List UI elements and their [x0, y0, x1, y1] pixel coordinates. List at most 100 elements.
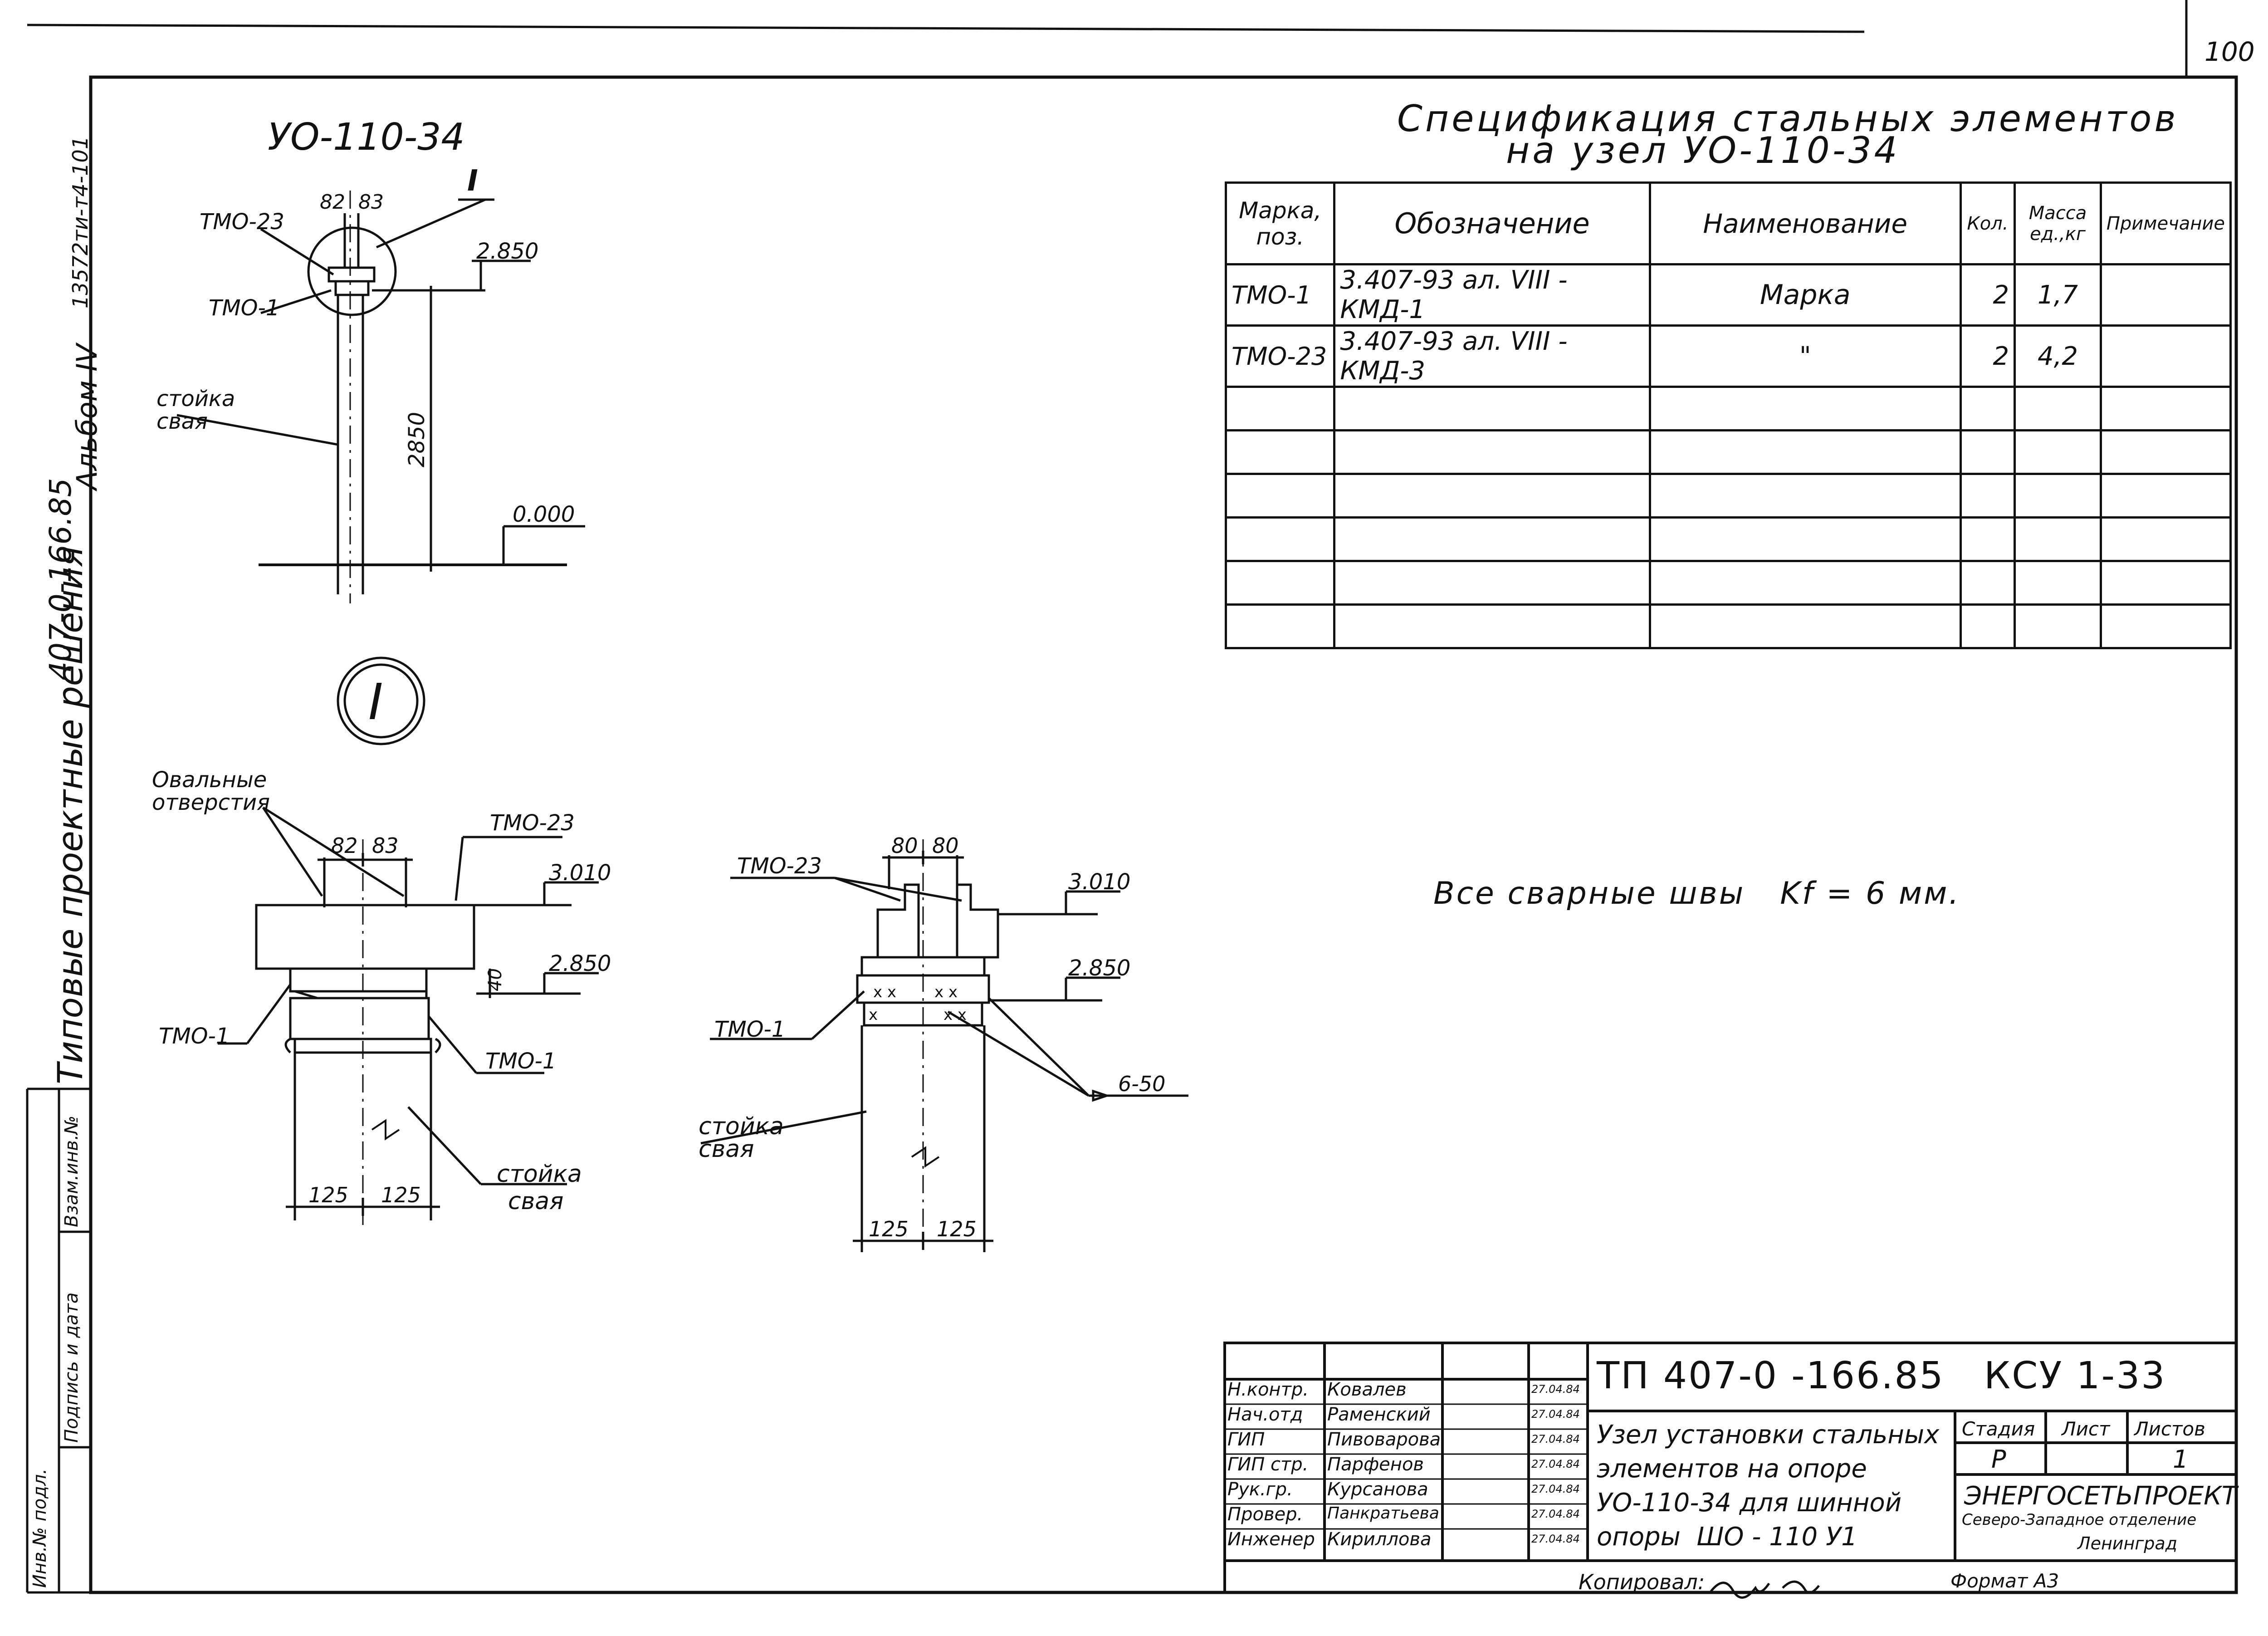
doc-code: ТП 407-0 -166.85 КСУ 1-33	[1597, 1354, 2166, 1397]
sheets-label: Листов	[2134, 1418, 2205, 1440]
spec-cell	[1333, 516, 1651, 562]
spec-cell	[2099, 473, 2232, 519]
sig-name: Панкратьева	[1327, 1504, 1439, 1523]
spec-cell	[1224, 429, 1336, 475]
spec-cell: 4,2	[2014, 324, 2102, 388]
spec-cell	[2014, 473, 2102, 519]
org-city: Ленинград	[2077, 1533, 2177, 1553]
detail-right-tmo23: ТМО-23	[737, 853, 822, 879]
spec-cell	[1224, 473, 1336, 519]
svg-text:x x: x x	[934, 983, 958, 1001]
pole-dim-83: 83	[358, 191, 384, 214]
detail-left-view	[218, 806, 599, 1225]
spec-row: ТМО-1 3.407-93 ал. VIII - КМД-1 Марка 2 …	[1224, 263, 2232, 327]
detail-right-dim-125-b: 125	[937, 1217, 977, 1241]
spec-cell	[2014, 516, 2102, 562]
spec-cell	[1959, 603, 2016, 649]
sig-name: Раменский	[1327, 1404, 1431, 1425]
spec-cell	[1648, 386, 1962, 431]
spec-cell	[1648, 516, 1962, 562]
pole-label-pile: свая	[156, 409, 208, 434]
sig-date: 27.04.84	[1531, 1408, 1580, 1420]
spec-header-mass: Масса ед.,кг	[2014, 181, 2102, 265]
spec-cell	[1333, 560, 1651, 606]
detail-left-pile: свая	[508, 1188, 563, 1215]
sig-name: Кириллова	[1327, 1529, 1432, 1550]
spec-cell	[2014, 603, 2102, 649]
spec-cell	[1333, 429, 1651, 475]
spec-header-note: Примечание	[2099, 181, 2232, 265]
pole-elev-height: 2850	[404, 412, 430, 467]
detail-right-dim-80-b: 80	[932, 833, 959, 858]
detail-left-post: стойка	[497, 1161, 582, 1188]
detail-right-dim-125-a: 125	[869, 1217, 909, 1241]
spec-cell	[2099, 603, 2232, 649]
detail-right-post: стойка	[699, 1113, 784, 1140]
sig-date: 27.04.84	[1531, 1433, 1580, 1445]
strip-replaces: Взам.инв.№	[61, 1115, 82, 1227]
spec-cell	[1224, 603, 1336, 649]
pole-elevation	[176, 191, 585, 603]
spec-cell	[1333, 603, 1651, 649]
spec-header-name: Наименование	[1648, 181, 1962, 265]
spec-cell	[1959, 386, 2016, 431]
description-line-4: опоры ШО - 110 У1	[1597, 1522, 1857, 1552]
spec-cell: 2	[1959, 324, 2016, 388]
detail-left-tmo23: ТМО-23	[490, 810, 575, 836]
sig-date: 27.04.84	[1531, 1458, 1580, 1470]
pole-roman-callout: I	[467, 164, 478, 198]
detail-right-tmo1: ТМО-1	[714, 1017, 785, 1042]
spec-cell: "	[1648, 324, 1962, 388]
spec-cell	[2099, 386, 2232, 431]
copied-signature	[1709, 1580, 1820, 1599]
title-block-frame	[1223, 1342, 2238, 1594]
detail-left-dim-82: 82	[331, 833, 358, 858]
spec-cell: 3.407-93 ал. VIII - КМД-3	[1333, 324, 1651, 388]
detail-left-tmo1-b: ТМО-1	[485, 1048, 556, 1074]
detail-left-dim-125-b: 125	[381, 1183, 421, 1207]
sig-name: Пивоварова	[1327, 1429, 1441, 1450]
spec-cell	[2099, 516, 2232, 562]
sig-role: Нач.отд	[1227, 1404, 1303, 1425]
spec-cell	[1224, 386, 1336, 431]
spec-title-line1: Спецификация стальных элементов	[1397, 98, 2179, 140]
sig-name: Парфенов	[1327, 1454, 1424, 1475]
detail-right-dim-80-a: 80	[891, 833, 918, 858]
spec-cell: ТМО-1	[1224, 263, 1336, 327]
spec-header-row: Марка, поз. Обозначение Наименование Кол…	[1224, 181, 2232, 265]
spec-header-mark: Марка, поз.	[1224, 181, 1336, 265]
sig-role: ГИП	[1227, 1429, 1265, 1450]
spec-cell	[1333, 386, 1651, 431]
paper-format: Формат А3	[1950, 1570, 2059, 1592]
detail-left-dim-40: 40	[485, 968, 506, 991]
org-branch: Северо-Западное отделение	[1962, 1511, 2197, 1529]
spec-row	[1224, 603, 2232, 649]
pole-label-post: стойка	[156, 386, 235, 411]
spec-cell	[1959, 516, 2016, 562]
description-line-2: элементов на опоре	[1597, 1454, 1867, 1484]
spec-cell	[2014, 386, 2102, 431]
spec-cell	[2099, 263, 2232, 327]
side-typical: Типовые проектные решения	[50, 546, 90, 1084]
sig-date: 27.04.84	[1531, 1533, 1580, 1545]
pole-elev-top: 2.850	[476, 239, 538, 264]
sig-name: Курсанова	[1327, 1479, 1428, 1500]
stage-value: Р	[1991, 1445, 2006, 1474]
side-archive-number: 13572ти-т4-101	[68, 136, 93, 309]
svg-text:x x: x x	[873, 983, 896, 1001]
detail-left-oval-1: Овальные	[152, 767, 267, 793]
org-name: ЭНЕРГОСЕТЬПРОЕКТ	[1964, 1481, 2238, 1511]
sig-role: ГИП стр.	[1227, 1454, 1309, 1475]
spec-row	[1224, 429, 2232, 475]
pole-label-tmo1: ТМО-1	[209, 295, 279, 321]
pole-dim-82: 82	[320, 191, 345, 214]
spec-row	[1224, 560, 2232, 606]
page-number: 100	[2204, 36, 2255, 67]
detail-left-tmo1-a: ТМО-1	[159, 1024, 230, 1049]
spec-cell	[2099, 429, 2232, 475]
strip-inv-number: Инв.№ подл.	[29, 1468, 50, 1588]
spec-cell	[1333, 473, 1651, 519]
pole-elev-zero: 0.000	[513, 502, 575, 527]
detail-callout-roman: I	[368, 673, 383, 731]
